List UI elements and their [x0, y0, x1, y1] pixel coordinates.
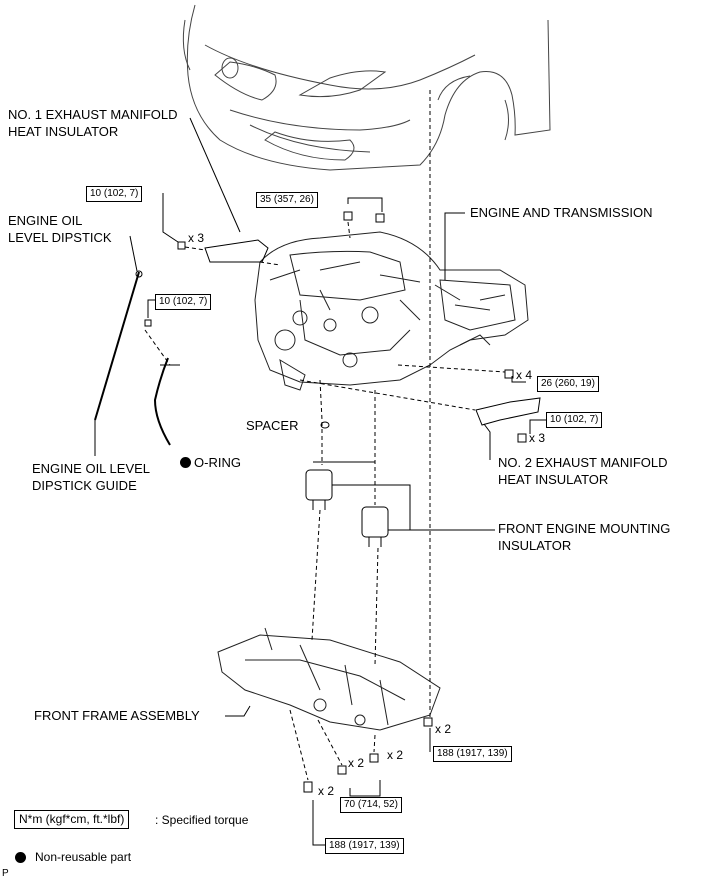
- qty-frame-bottom: x 2: [318, 784, 335, 798]
- torque-guide: 10 (102, 7): [155, 294, 212, 310]
- dashed-guide-lines: [144, 90, 506, 781]
- heat-insulator-1-part: [204, 239, 269, 263]
- label-guide-line2: DIPSTICK GUIDE: [32, 478, 137, 493]
- corner-mark: P: [2, 868, 9, 879]
- torque-top: 35 (357, 26): [256, 192, 318, 208]
- qty-mount-a: x 2: [348, 756, 365, 770]
- label-mount-line1: FRONT ENGINE MOUNTING: [498, 521, 671, 536]
- label-mount-line2: INSULATOR: [498, 538, 572, 553]
- torque-insulator2: 10 (102, 7): [546, 412, 603, 428]
- leader-lines: [94, 117, 548, 846]
- torque-insulator1: 10 (102, 7): [86, 186, 143, 202]
- engine-transmission-illustration: [254, 231, 529, 391]
- qty-frame-right: x 2: [435, 722, 452, 736]
- dipstick-guide-part: [153, 357, 171, 446]
- legend-torque-text: : Specified torque: [155, 813, 249, 827]
- nonreusable-dot-icon: [180, 457, 191, 468]
- label-oring: O-RING: [194, 455, 241, 470]
- legend-nonreusable-dot-icon: [15, 852, 26, 863]
- label-exhaust1-line1: NO. 1 EXHAUST MANIFOLD: [8, 107, 178, 122]
- heat-insulator-2-part: [475, 397, 541, 426]
- label-exhaust1-line2: HEAT INSULATOR: [8, 124, 119, 139]
- qty-insulator2: x 3: [529, 431, 546, 445]
- label-guide-line1: ENGINE OIL LEVEL: [32, 461, 151, 476]
- torque-frame-right: 188 (1917, 139): [433, 746, 512, 762]
- torque-mount: 70 (714, 52): [340, 797, 402, 813]
- dipstick-part: [94, 271, 140, 421]
- label-front-frame: FRONT FRAME ASSEMBLY: [34, 708, 200, 723]
- front-frame-illustration: [217, 627, 441, 731]
- qty-transmission: x 4: [516, 368, 533, 382]
- qty-mount-b: x 2: [387, 748, 404, 762]
- torque-transmission: 26 (260, 19): [537, 376, 599, 392]
- label-exhaust2-line2: HEAT INSULATOR: [498, 472, 609, 487]
- label-exhaust2-line1: NO. 2 EXHAUST MANIFOLD: [498, 455, 668, 470]
- legend-nonreusable-text: Non-reusable part: [35, 850, 132, 864]
- label-dipstick-line2: LEVEL DIPSTICK: [8, 230, 112, 245]
- label-engine-transmission: ENGINE AND TRANSMISSION: [470, 205, 653, 220]
- legend-torque-box: N*m (kgf*cm, ft.*lbf): [14, 810, 130, 829]
- torque-frame-bottom: 188 (1917, 139): [325, 838, 404, 854]
- car-body-illustration: [182, 4, 551, 171]
- label-spacer: SPACER: [246, 418, 299, 433]
- qty-insulator1: x 3: [188, 231, 205, 245]
- label-dipstick-line1: ENGINE OIL: [8, 213, 83, 228]
- bolt-symbols: [144, 211, 527, 793]
